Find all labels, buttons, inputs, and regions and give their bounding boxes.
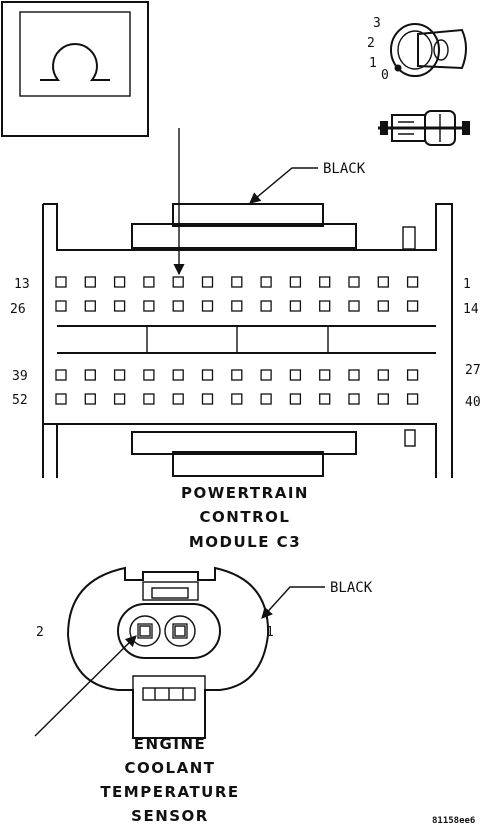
sensor-pin-label-2: 2 (36, 625, 44, 640)
pin-label-26: 26 (10, 302, 26, 317)
pcm-cavity (143, 276, 155, 288)
pcm-cavity (113, 276, 126, 288)
pcm-cavity (172, 393, 184, 405)
ignition-pos-1: 1 (369, 56, 377, 71)
pcm-cavity (289, 300, 302, 312)
pcm-cavity (348, 276, 360, 288)
pcm-cavity (377, 369, 389, 381)
pin-label-52: 52 (12, 393, 28, 408)
pin-label-14: 14 (463, 302, 479, 317)
sensor-color-label: BLACK (330, 580, 373, 596)
pcm-cavity (289, 276, 302, 288)
pcm-cavity (113, 393, 126, 405)
pcm-cavity (201, 276, 214, 288)
pcm-cavity (406, 276, 419, 288)
pcm-cavity (260, 393, 272, 405)
pin-label-39: 39 (12, 369, 28, 384)
pcm-cavity (143, 393, 155, 405)
pcm-cavity (143, 300, 155, 312)
ignition-switch-icon: 3 2 1 0 (367, 16, 467, 83)
pcm-cavity (377, 300, 389, 312)
pcm-cavity (319, 300, 331, 312)
pcm-cavity (319, 393, 331, 405)
pcm-cavity (84, 369, 96, 381)
sensor-title-line-1: ENGINE (134, 735, 207, 753)
pcm-cavity (55, 276, 67, 288)
figure-id: 81158ee6 (432, 816, 475, 826)
sensor-title: ENGINE COOLANT TEMPERATURE SENSOR (100, 735, 239, 825)
pin-label-1: 1 (463, 277, 471, 292)
sensor-title-line-4: SENSOR (131, 807, 209, 825)
pcm-cavity (348, 300, 360, 312)
sensor-title-line-3: TEMPERATURE (100, 783, 239, 801)
pcm-cavity (406, 300, 419, 312)
pcm-cavity (377, 393, 389, 405)
probe-arrow-sensor (34, 635, 137, 737)
pcm-cavity (84, 276, 96, 288)
ohm-symbol-icon (40, 43, 110, 81)
pcm-cavity (231, 276, 243, 288)
pcm-title-line-3: MODULE C3 (189, 533, 301, 551)
pcm-cavity (377, 276, 389, 288)
pcm-cavity (201, 300, 214, 312)
pcm-cavity (260, 276, 272, 288)
pcm-cavity (172, 369, 184, 381)
ignition-pos-2: 2 (367, 36, 375, 51)
pcm-cavity (55, 393, 67, 405)
pin-label-40: 40 (465, 395, 481, 410)
pcm-cavity (143, 369, 155, 381)
ignition-pos-0: 0 (381, 68, 389, 83)
pcm-cavity (231, 369, 243, 381)
pcm-cavity (260, 300, 272, 312)
pin-label-27: 27 (465, 363, 481, 378)
pcm-cavity (406, 369, 419, 381)
pcm-cavity (113, 369, 126, 381)
pcm-cavity (84, 300, 96, 312)
pcm-title-line-2: CONTROL (200, 508, 291, 526)
key-icon (378, 110, 470, 146)
pcm-cavity (289, 369, 302, 381)
pcm-connector: BLACK 13 1 26 14 39 27 52 40 (10, 128, 481, 478)
sensor-title-line-2: COOLANT (125, 759, 216, 777)
pcm-cavity-grid (55, 276, 419, 405)
pcm-cavity (55, 369, 67, 381)
pcm-cavity (289, 393, 302, 405)
pcm-cavity (84, 393, 96, 405)
pcm-cavity (172, 300, 184, 312)
sensor-connector: BLACK 2 1 (34, 566, 373, 739)
pcm-cavity (319, 369, 331, 381)
pin-label-13: 13 (14, 277, 30, 292)
pcm-title: POWERTRAIN CONTROL MODULE C3 (181, 484, 309, 551)
pcm-cavity (348, 369, 360, 381)
pcm-cavity (55, 300, 67, 312)
pcm-color-label: BLACK (323, 161, 366, 177)
pcm-cavity (348, 393, 360, 405)
pcm-cavity (319, 276, 331, 288)
pcm-cavity (201, 369, 214, 381)
sensor-pin-label-1: 1 (266, 625, 274, 640)
pcm-cavity (113, 300, 126, 312)
pcm-cavity (201, 393, 214, 405)
pcm-cavity (172, 276, 184, 288)
pcm-cavity (231, 393, 243, 405)
ohmmeter-box (1, 1, 149, 137)
pcm-cavity (406, 393, 419, 405)
ignition-pos-3: 3 (373, 16, 381, 31)
pcm-cavity (231, 300, 243, 312)
pcm-cavity (260, 369, 272, 381)
pcm-title-line-1: POWERTRAIN (181, 484, 309, 502)
